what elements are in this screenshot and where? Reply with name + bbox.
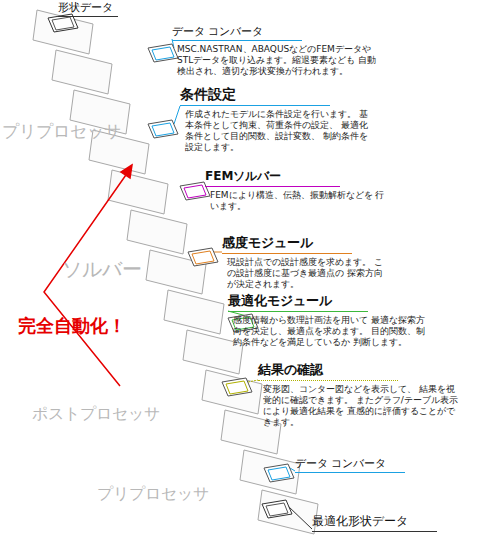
section-description: MSC.NASTRAN、ABAQUSなどのFEMデータや STLデータを取り込み… xyxy=(177,44,382,77)
module-section: 条件設定作成されたモデルに条件設定を行います。 基本条件として拘束、荷重条件の設… xyxy=(180,86,370,153)
module-section: 感度モジュール現設計点での設計感度を求めます。 この設計感度に基づき最適点の 探… xyxy=(222,234,387,290)
module-icon-inner xyxy=(152,123,174,136)
module-icon-inner xyxy=(268,467,290,480)
module-section: データ コンバータ MSC.NASTRAN、ABAQUSなどのFEMデータや ST… xyxy=(172,24,382,77)
module-section: FEMソルバー FEMにより構造、伝熱、振動解析などを 行います。 xyxy=(205,168,385,212)
sheet-panel xyxy=(164,290,224,334)
module-section: データ コンバータ xyxy=(295,456,405,473)
section-heading: データ コンバータ xyxy=(295,456,405,473)
section-description: 変形図、コンター図などを表示して、 結果を視覚的に確認できます。 またグラフ/テ… xyxy=(263,384,463,428)
sheet-panel xyxy=(221,410,281,454)
module-section: 結果の確認変形図、コンター図などを表示して、 結果を視覚的に確認できます。 また… xyxy=(258,361,463,428)
section-description: 感度情報から数理計画法を用いて 最適な探索方向を決定し、最適点を求めます。 目的… xyxy=(233,315,433,348)
section-heading: データ コンバータ xyxy=(172,24,302,41)
data-icon-inner xyxy=(52,17,74,30)
module-section: 最適化モジュール感度情報から数理計画法を用いて 最適な探索方向を決定し、最適点を… xyxy=(228,292,433,348)
sheet-panel xyxy=(183,330,243,374)
module-icon-inner xyxy=(192,251,214,264)
leader-line xyxy=(248,380,258,382)
sheet-panel xyxy=(108,170,168,214)
section-heading: 形状データ xyxy=(58,0,118,17)
data-icon xyxy=(262,500,292,518)
section-heading: FEMソルバー xyxy=(205,168,340,187)
stage-label: ソルバー xyxy=(62,256,142,283)
module-section: 最適化形状データ xyxy=(312,513,437,532)
section-heading: 結果の確認 xyxy=(258,361,398,381)
module-icon xyxy=(148,120,178,138)
leader-line xyxy=(174,106,180,124)
module-icon-inner xyxy=(152,47,174,60)
leader-line xyxy=(214,252,222,253)
section-description: FEMにより構造、伝熱、振動解析などを 行います。 xyxy=(210,190,385,212)
arrow-head xyxy=(121,165,132,178)
section-heading: 最適化形状データ xyxy=(312,513,437,532)
module-section: 形状データ xyxy=(58,0,118,17)
data-icon-inner xyxy=(266,503,288,516)
section-description: 作成されたモデルに条件設定を行います。 基本条件として拘束、荷重条件の設定、 最… xyxy=(185,109,370,153)
sheet-panel xyxy=(202,370,262,414)
section-heading: 条件設定 xyxy=(180,86,330,106)
section-description: 現設計点での設計感度を求めます。 この設計感度に基づき最適点の 探索方向が決定さ… xyxy=(227,257,387,290)
section-heading: 感度モジュール xyxy=(222,234,352,254)
module-icon xyxy=(188,248,218,266)
module-icon-inner xyxy=(184,185,206,198)
sheet-panel xyxy=(258,490,318,534)
module-icon xyxy=(222,378,252,396)
stage-label: プリプロセッサ xyxy=(97,484,209,505)
module-icon xyxy=(180,182,210,200)
automation-label: 完全自動化！ xyxy=(18,314,126,338)
module-icon xyxy=(148,44,178,62)
sheet-panel xyxy=(240,450,300,494)
stage-label: ポストプロセッサ xyxy=(32,404,160,425)
module-icon-inner xyxy=(226,381,248,394)
section-heading: 最適化モジュール xyxy=(228,292,368,312)
leader-line xyxy=(288,506,312,529)
sheet-panel xyxy=(52,50,112,94)
stage-label: プリプロセッサ xyxy=(2,120,121,143)
module-icon xyxy=(264,464,294,482)
sheet-panel xyxy=(127,210,187,254)
